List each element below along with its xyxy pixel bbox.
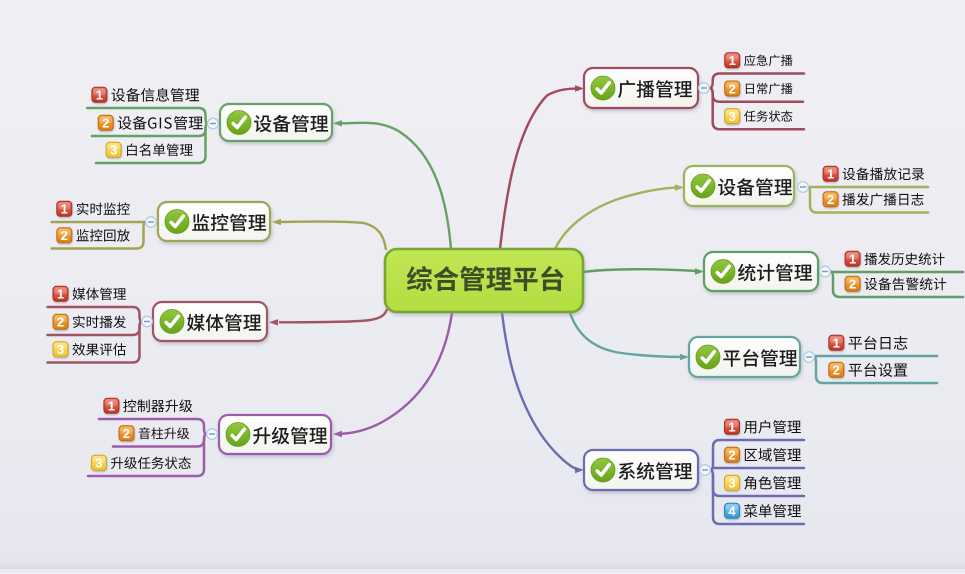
svg-text:2: 2 xyxy=(729,81,736,96)
svg-text:2: 2 xyxy=(61,228,68,243)
svg-text:3: 3 xyxy=(728,476,735,491)
svg-text:3: 3 xyxy=(95,456,102,471)
svg-text:1: 1 xyxy=(108,399,115,414)
svg-text:2: 2 xyxy=(57,315,64,330)
svg-text:2: 2 xyxy=(827,192,834,207)
svg-text:3: 3 xyxy=(57,342,64,357)
svg-text:1: 1 xyxy=(827,167,834,182)
svg-text:2: 2 xyxy=(102,116,109,131)
svg-text:2: 2 xyxy=(123,426,130,441)
svg-text:1: 1 xyxy=(729,53,736,68)
svg-text:2: 2 xyxy=(833,363,840,378)
svg-text:2: 2 xyxy=(849,277,856,292)
svg-text:1: 1 xyxy=(61,202,68,217)
svg-text:3: 3 xyxy=(110,143,117,158)
svg-text:3: 3 xyxy=(729,109,736,124)
svg-text:1: 1 xyxy=(57,287,64,302)
svg-text:1: 1 xyxy=(833,336,840,351)
svg-text:1: 1 xyxy=(96,88,103,103)
svg-text:4: 4 xyxy=(728,504,736,519)
svg-text:1: 1 xyxy=(849,252,856,267)
svg-text:1: 1 xyxy=(728,420,735,435)
svg-text:2: 2 xyxy=(728,448,735,463)
